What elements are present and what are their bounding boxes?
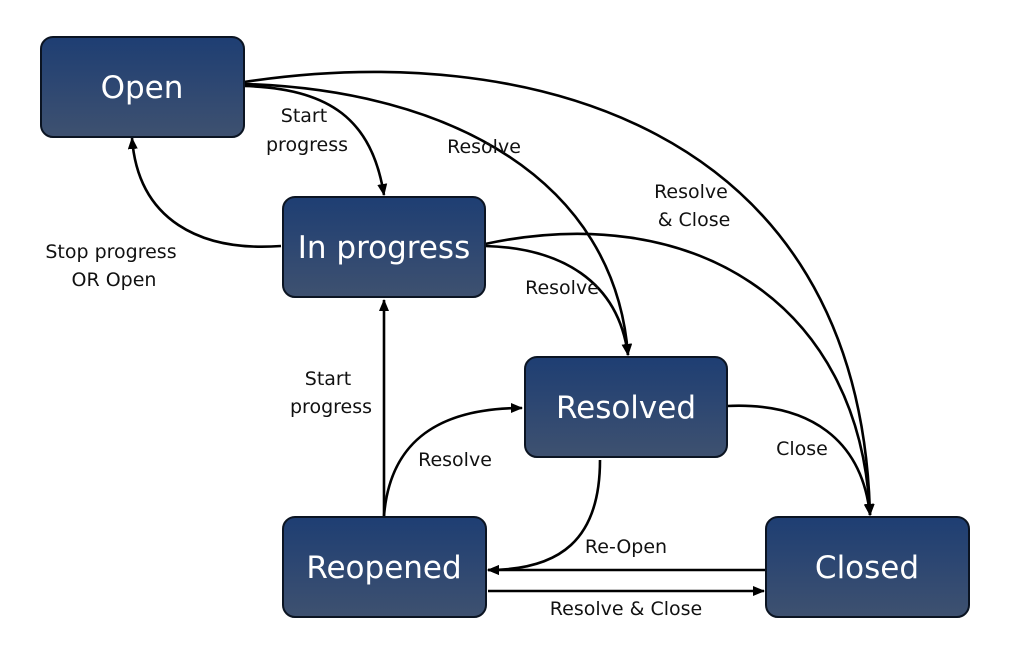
label-in-progress-to-resolved: Resolve: [525, 277, 599, 299]
edge-resolved-to-closed: [726, 404, 874, 516]
label-line: Start: [305, 368, 351, 390]
edge-in-progress-to-open: [127, 137, 282, 248]
edge-open-to-in-progress: [243, 84, 388, 196]
label-in-progress-to-open: Stop progress OR Open: [45, 241, 182, 291]
label-line: Resolve: [654, 181, 728, 203]
label-resolved-to-closed: Close: [776, 438, 828, 460]
state-resolved: Resolved: [524, 356, 728, 458]
label-open-to-closed: Resolve & Close: [654, 181, 734, 231]
label-open-to-in-progress: Start progress: [266, 105, 348, 156]
edge-in-progress-to-closed: [484, 232, 875, 516]
label-open-to-resolved: Resolve: [447, 136, 521, 158]
state-closed-label: Closed: [815, 550, 919, 586]
edge-open-to-closed: [243, 70, 875, 516]
state-open-label: Open: [101, 70, 184, 106]
label-line: progress: [266, 134, 348, 156]
state-in-progress-label: In progress: [298, 230, 470, 266]
label-reopened-to-closed: Resolve & Close: [550, 598, 702, 620]
state-closed: Closed: [765, 516, 970, 618]
edge-resolved-to-reopened: [487, 459, 602, 575]
label-line: OR Open: [72, 269, 157, 291]
edge-reopened-to-resolved: [382, 403, 523, 517]
label-line: Start: [281, 105, 327, 127]
label-resolved-to-reopened: Re-Open: [585, 536, 667, 558]
label-line: Stop progress: [45, 241, 176, 263]
state-resolved-label: Resolved: [556, 390, 696, 426]
edge-in-progress-to-resolved: [484, 244, 632, 356]
state-reopened: Reopened: [282, 516, 487, 618]
label-line: & Close: [658, 209, 731, 231]
label-reopened-to-in-progress: Start progress: [290, 368, 372, 418]
state-in-progress: In progress: [282, 196, 486, 298]
state-open: Open: [40, 36, 245, 138]
state-reopened-label: Reopened: [306, 550, 461, 586]
label-line: progress: [290, 396, 372, 418]
edge-open-to-resolved: [243, 82, 633, 356]
label-reopened-to-resolved: Resolve: [418, 449, 492, 471]
